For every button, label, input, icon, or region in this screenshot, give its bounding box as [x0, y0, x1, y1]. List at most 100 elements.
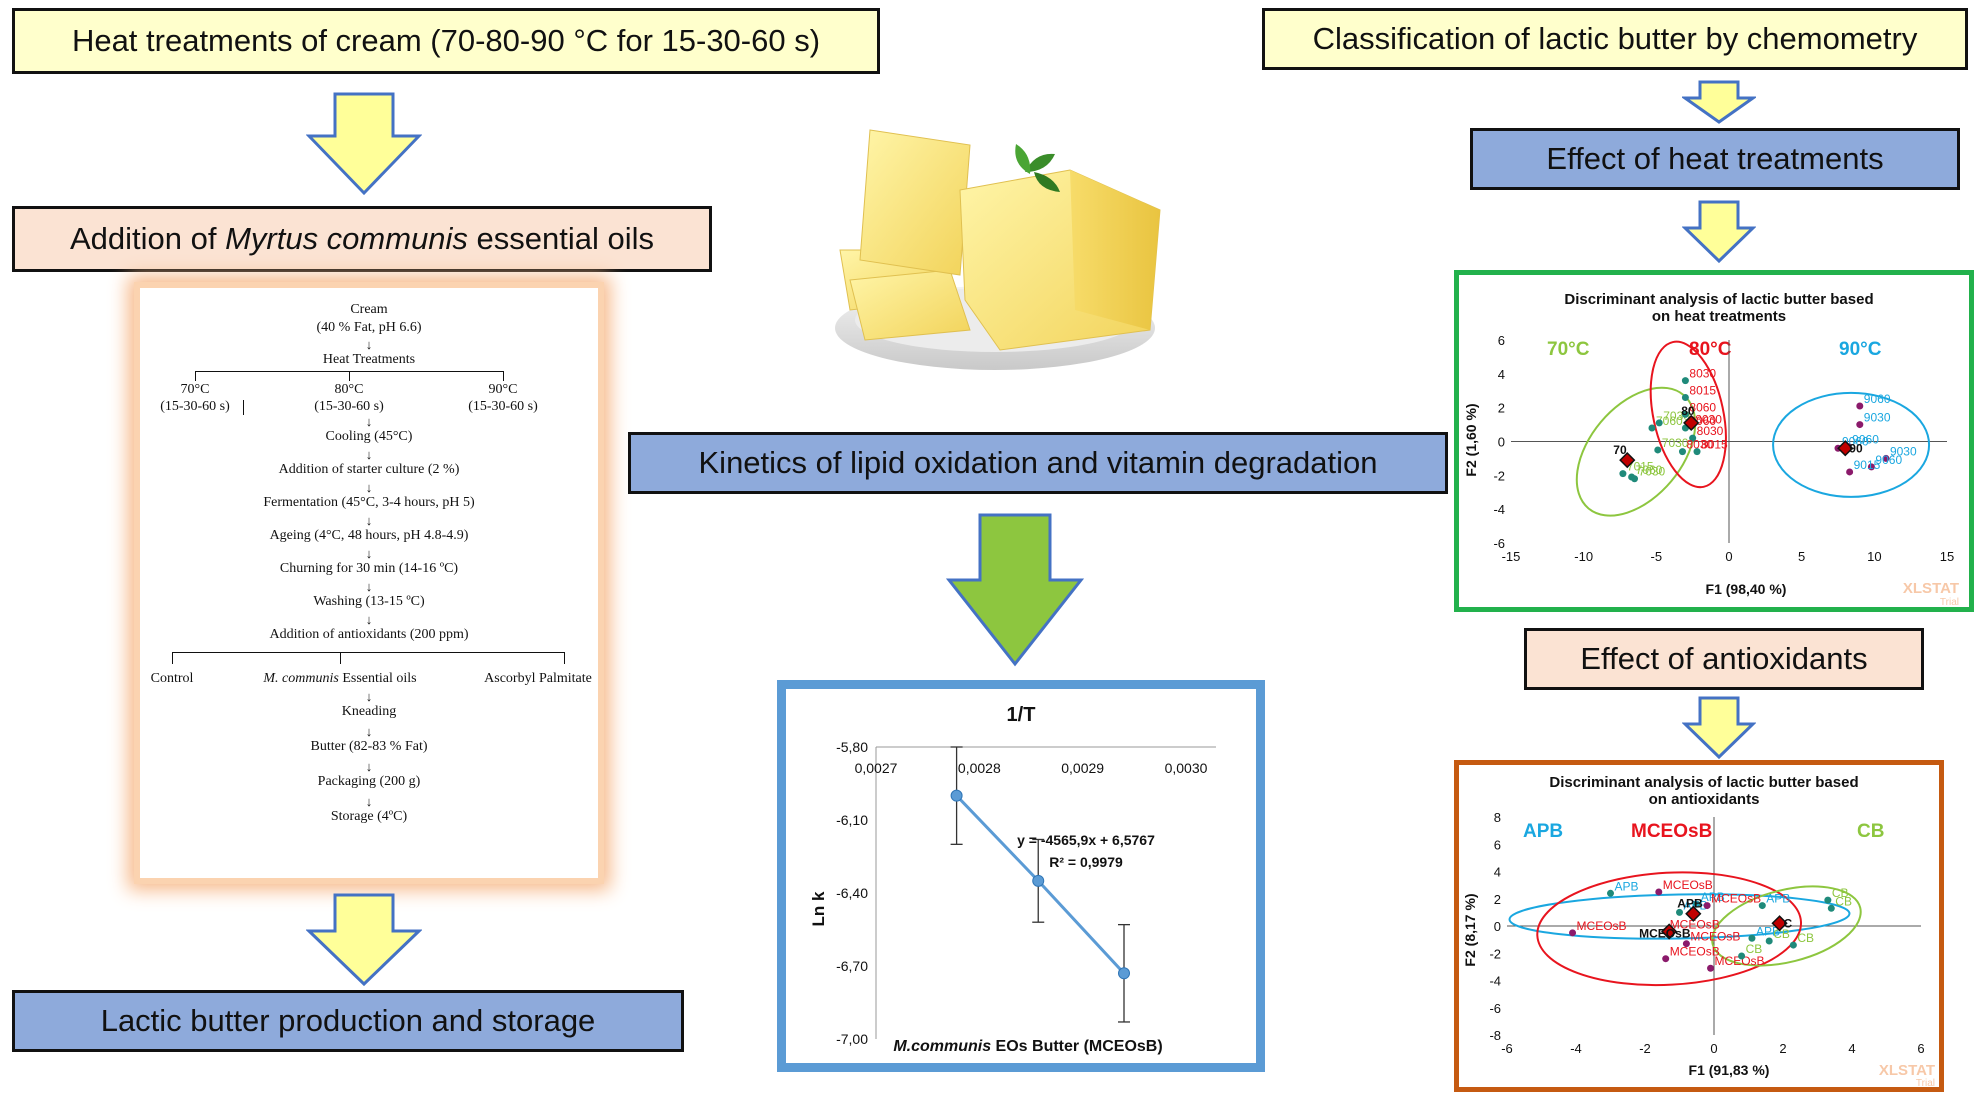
y-tick-label: 8 — [1494, 810, 1501, 825]
y-tick-label: 0 — [1498, 435, 1505, 450]
flow-arrow-icon: ↓ — [365, 546, 373, 561]
x-tick-label: 15 — [1940, 549, 1954, 564]
y-tick-label: 6 — [1498, 333, 1505, 348]
flow-arrow-icon: ↓ — [365, 759, 373, 774]
centroid-marker — [1837, 440, 1854, 457]
watermark: XLSTAT — [1879, 1062, 1935, 1079]
y-tick-label: -6,10 — [836, 812, 868, 828]
confidence-ellipse — [1536, 871, 1803, 987]
x-axis-label: F1 (91,83 %) — [1689, 1062, 1770, 1078]
x-tick-label: 10 — [1867, 549, 1881, 564]
branch-tick — [195, 371, 196, 381]
step-ageing: Ageing (4°C, 48 hours, pH 4.8-4.9) — [269, 528, 469, 543]
point-label: MCEOsB — [1690, 930, 1740, 944]
step-storage: Storage (4ºC) — [330, 809, 408, 824]
branch-control: Control — [150, 671, 194, 686]
point-label: CB — [1746, 942, 1763, 956]
branch-tick — [503, 371, 504, 381]
branch-tick — [349, 371, 350, 381]
x-tick-label: 0,0029 — [1061, 760, 1104, 776]
point-label: 7030 — [1639, 465, 1666, 479]
group-label-apb: APB — [1523, 821, 1563, 842]
y-tick-label: -2 — [1489, 946, 1501, 961]
chart-title-line1: Discriminant analysis of lactic butter b… — [1564, 291, 1873, 308]
point-label: APB — [1701, 890, 1725, 904]
group-label-70: 70°C — [1547, 339, 1590, 360]
y-tick-label: -4 — [1489, 974, 1501, 989]
flow-arrow-icon: ↓ — [365, 414, 373, 429]
watermark-sub: Trial — [1916, 1078, 1935, 1087]
data-point — [1662, 955, 1670, 963]
data-point — [1654, 446, 1662, 454]
heat-effect-box: Effect of heat treatments — [1470, 128, 1960, 190]
data-point — [1032, 874, 1045, 887]
point-label: APB — [1684, 898, 1708, 912]
addition-text: Addition of Myrtus communis essential oi… — [69, 221, 655, 256]
data-point — [1118, 967, 1130, 980]
y-tick-label: -2 — [1493, 468, 1505, 483]
y-tick-label: -6 — [1489, 1001, 1501, 1016]
down-arrow-icon — [945, 513, 1085, 667]
chart-title-line2: on heat treatments — [1652, 308, 1786, 325]
data-point — [1655, 419, 1663, 427]
point-label: APB — [1766, 892, 1790, 906]
centroid-marker — [1685, 905, 1702, 922]
x-tick-label: -4 — [1570, 1041, 1582, 1056]
point-label: 7030 — [1662, 436, 1689, 450]
centroid-marker — [1619, 451, 1636, 469]
x-tick-label: -5 — [1651, 549, 1663, 564]
branch-tick — [172, 652, 173, 664]
x-tick-label: 0 — [1725, 549, 1732, 564]
data-point — [1678, 448, 1686, 456]
confidence-ellipse — [1649, 340, 1727, 489]
process-flowchart: Cream (40 % Fat, pH 6.6) ↓ Heat Treatmen… — [140, 288, 598, 878]
point-label: APB — [1756, 924, 1780, 938]
data-point — [1867, 463, 1875, 471]
point-label: 7060 — [1656, 414, 1683, 428]
centroid-marker — [1661, 923, 1678, 940]
branch-90-detail: (15-30-60 s) — [468, 399, 538, 414]
kinetics-title: Kinetics of lipid oxidation and vitamin … — [698, 445, 1378, 480]
point-label: 9030 — [1890, 444, 1917, 458]
data-point — [1748, 934, 1756, 942]
flow-arrow-icon: ↓ — [365, 612, 373, 627]
heat-effect-title: Effect of heat treatments — [1546, 141, 1884, 176]
point-label: CB — [1773, 927, 1790, 941]
data-point — [1693, 448, 1701, 456]
step-cream: Cream — [350, 302, 388, 317]
step-cooling: Cooling (45°C) — [325, 429, 413, 444]
x-tick-label: 0,0028 — [958, 760, 1001, 776]
y-tick-label: -4 — [1493, 502, 1505, 517]
point-label: 8015 — [1689, 384, 1716, 398]
point-label: 9060 — [1875, 453, 1902, 467]
group-label-80: 80°C — [1689, 339, 1732, 360]
point-label: MCEOsB — [1711, 892, 1761, 906]
point-label: 8030 — [1689, 367, 1716, 381]
watermark: XLSTAT — [1903, 580, 1959, 597]
y-axis-label: F2 (8,17 %) — [1462, 893, 1478, 966]
y-tick-label: -7,00 — [836, 1031, 868, 1047]
down-arrow-icon — [306, 92, 422, 196]
data-point — [1631, 475, 1639, 483]
y-tick-label: 2 — [1494, 892, 1501, 907]
data-point — [1703, 902, 1711, 910]
butter-image — [835, 129, 1161, 370]
flow-arrow-icon: ↓ — [365, 337, 373, 352]
data-point — [1827, 904, 1835, 912]
data-point — [1619, 470, 1627, 478]
data-point — [1789, 941, 1797, 949]
confidence-ellipse — [1508, 893, 1851, 940]
data-point — [1846, 468, 1854, 476]
point-label: CB — [1835, 894, 1852, 908]
data-point — [1681, 394, 1689, 402]
confidence-ellipse — [1711, 885, 1862, 967]
arrhenius-chart-panel: 1/T Ln k y = -4565,9x + 6,5767 R² = 0,99… — [777, 680, 1265, 1072]
antiox-discriminant-chart: Discriminant analysis of lactic butter b… — [1462, 774, 1935, 1087]
step-kneading: Kneading — [341, 704, 397, 719]
heat-treatments-title: Heat treatments of cream (70-80-90 °C fo… — [71, 23, 821, 58]
centroid-label: 90 — [1849, 441, 1863, 455]
centroid-marker — [1683, 414, 1700, 432]
y-tick-label: 2 — [1498, 401, 1505, 416]
data-point — [1882, 454, 1890, 462]
data-point — [1856, 402, 1864, 410]
